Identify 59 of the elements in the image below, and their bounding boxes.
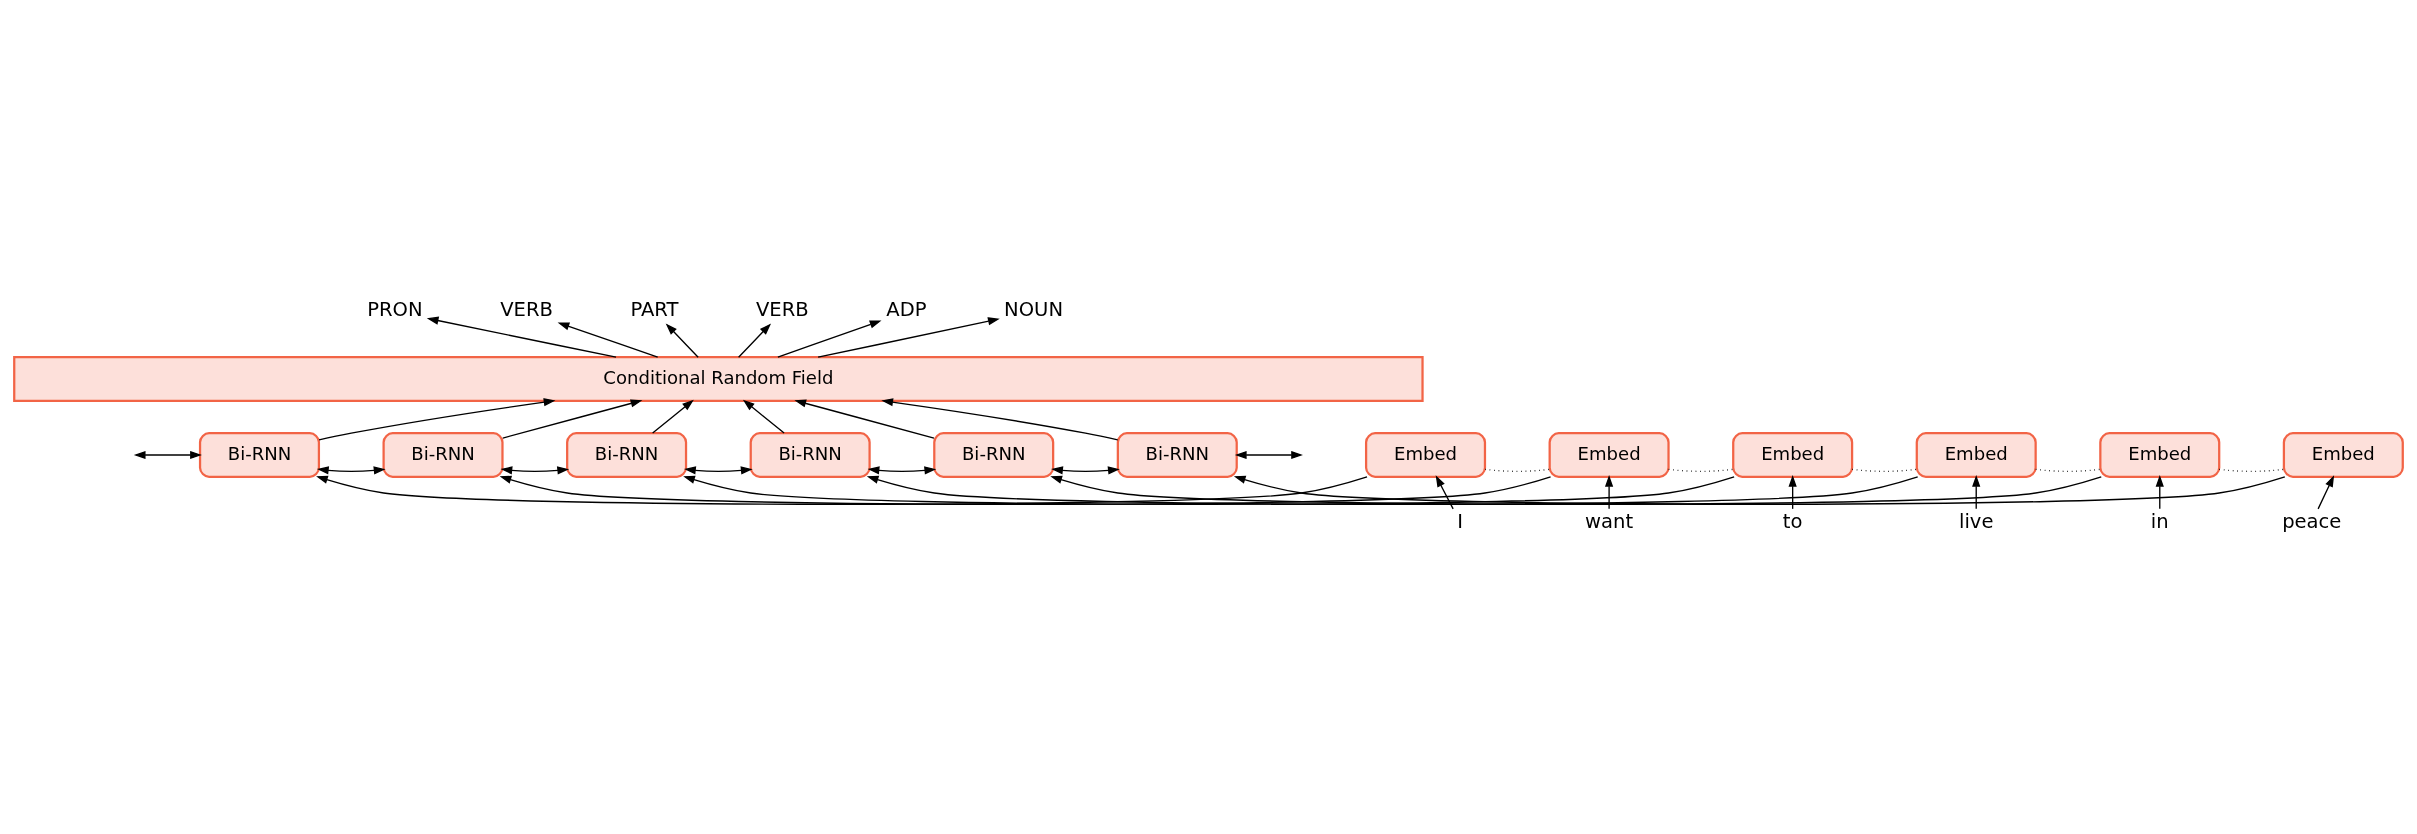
node-box: Embed [1548, 432, 1670, 478]
node-box: Conditional Random Field [13, 356, 1424, 402]
arrow [499, 475, 1552, 505]
node-box: Embed [1915, 432, 2037, 478]
node-text: I [1457, 509, 1464, 533]
arrow [133, 450, 202, 460]
node-box: Embed [1364, 432, 1487, 478]
arrow [683, 475, 1735, 505]
arrow [557, 322, 659, 358]
arrow [1233, 475, 2286, 505]
node-box: Embed [2282, 432, 2404, 478]
connector [1484, 468, 1551, 473]
arrow [1972, 475, 1981, 510]
node-box: Embed [2099, 432, 2221, 478]
arrow [426, 316, 617, 358]
arrow [2155, 475, 2164, 510]
node-text: peace [2282, 509, 2342, 533]
arrow [777, 320, 882, 358]
node-text: in [2150, 509, 2169, 533]
arrow [665, 323, 699, 358]
node-box: Bi-RNN [382, 432, 504, 478]
arrow [737, 323, 772, 358]
arrow [316, 475, 1368, 505]
arrow [881, 398, 1119, 441]
node-text: VERB [500, 297, 553, 321]
arrow [817, 317, 1000, 358]
arrow [1605, 475, 1614, 510]
arrow [742, 399, 785, 434]
node-text: to [1782, 509, 1803, 533]
node-text: PRON [367, 297, 423, 321]
node-text: VERB [755, 297, 809, 321]
node-text: PART [630, 297, 679, 321]
arrow [502, 399, 643, 439]
node-box: Bi-RNN [198, 432, 321, 478]
node-box: Bi-RNN [933, 432, 1055, 478]
node-box: Bi-RNN [566, 432, 688, 478]
arrow [651, 399, 694, 434]
arrow [1234, 450, 1303, 460]
arrow [1788, 475, 1797, 510]
node-text: NOUN [1004, 297, 1064, 321]
connector [1851, 468, 1918, 473]
arrow [1050, 475, 2102, 505]
node-box: Embed [1732, 432, 1854, 478]
arrow [2317, 475, 2335, 510]
arrow [684, 466, 753, 475]
arrow [867, 466, 937, 475]
arrow [316, 466, 386, 475]
arrow [1435, 475, 1454, 510]
node-text: live [1958, 509, 1994, 533]
arrow [500, 466, 570, 475]
node-box: Bi-RNN [749, 432, 871, 478]
node-text: want [1585, 509, 1634, 533]
arrow [794, 399, 935, 439]
node-box: Bi-RNN [1116, 432, 1238, 478]
node-text: ADP [886, 297, 927, 321]
arrow [318, 398, 556, 441]
arrow [866, 475, 1919, 505]
connector [2218, 468, 2285, 473]
arrow [1051, 466, 1120, 475]
